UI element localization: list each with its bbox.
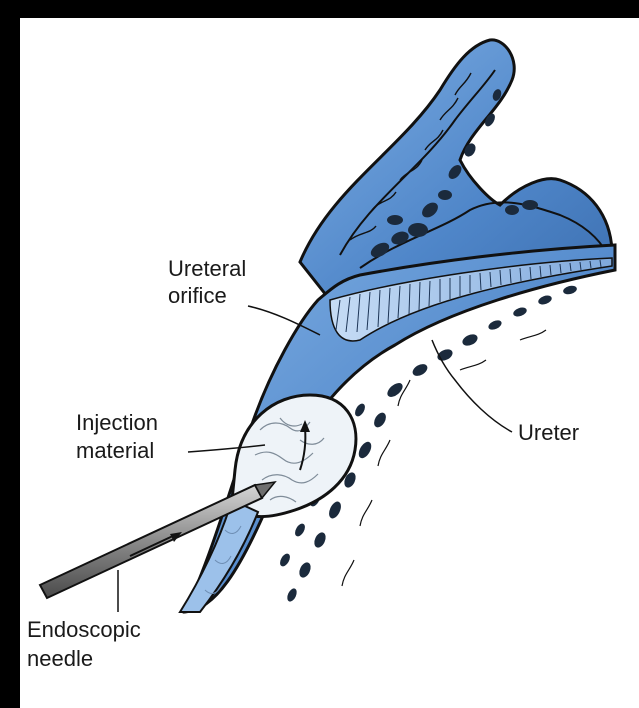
label-ureteral-orifice-line1: Ureteral — [168, 256, 246, 281]
label-endoscopic-needle-line2: needle — [27, 646, 93, 671]
label-endoscopic-needle-line1: Endoscopic — [27, 617, 141, 642]
label-injection-material-line1: Injection — [76, 410, 158, 435]
label-ureter: Ureter — [518, 420, 579, 445]
label-injection-material-line2: material — [76, 438, 154, 463]
label-ureteral-orifice-line2: orifice — [168, 283, 227, 308]
